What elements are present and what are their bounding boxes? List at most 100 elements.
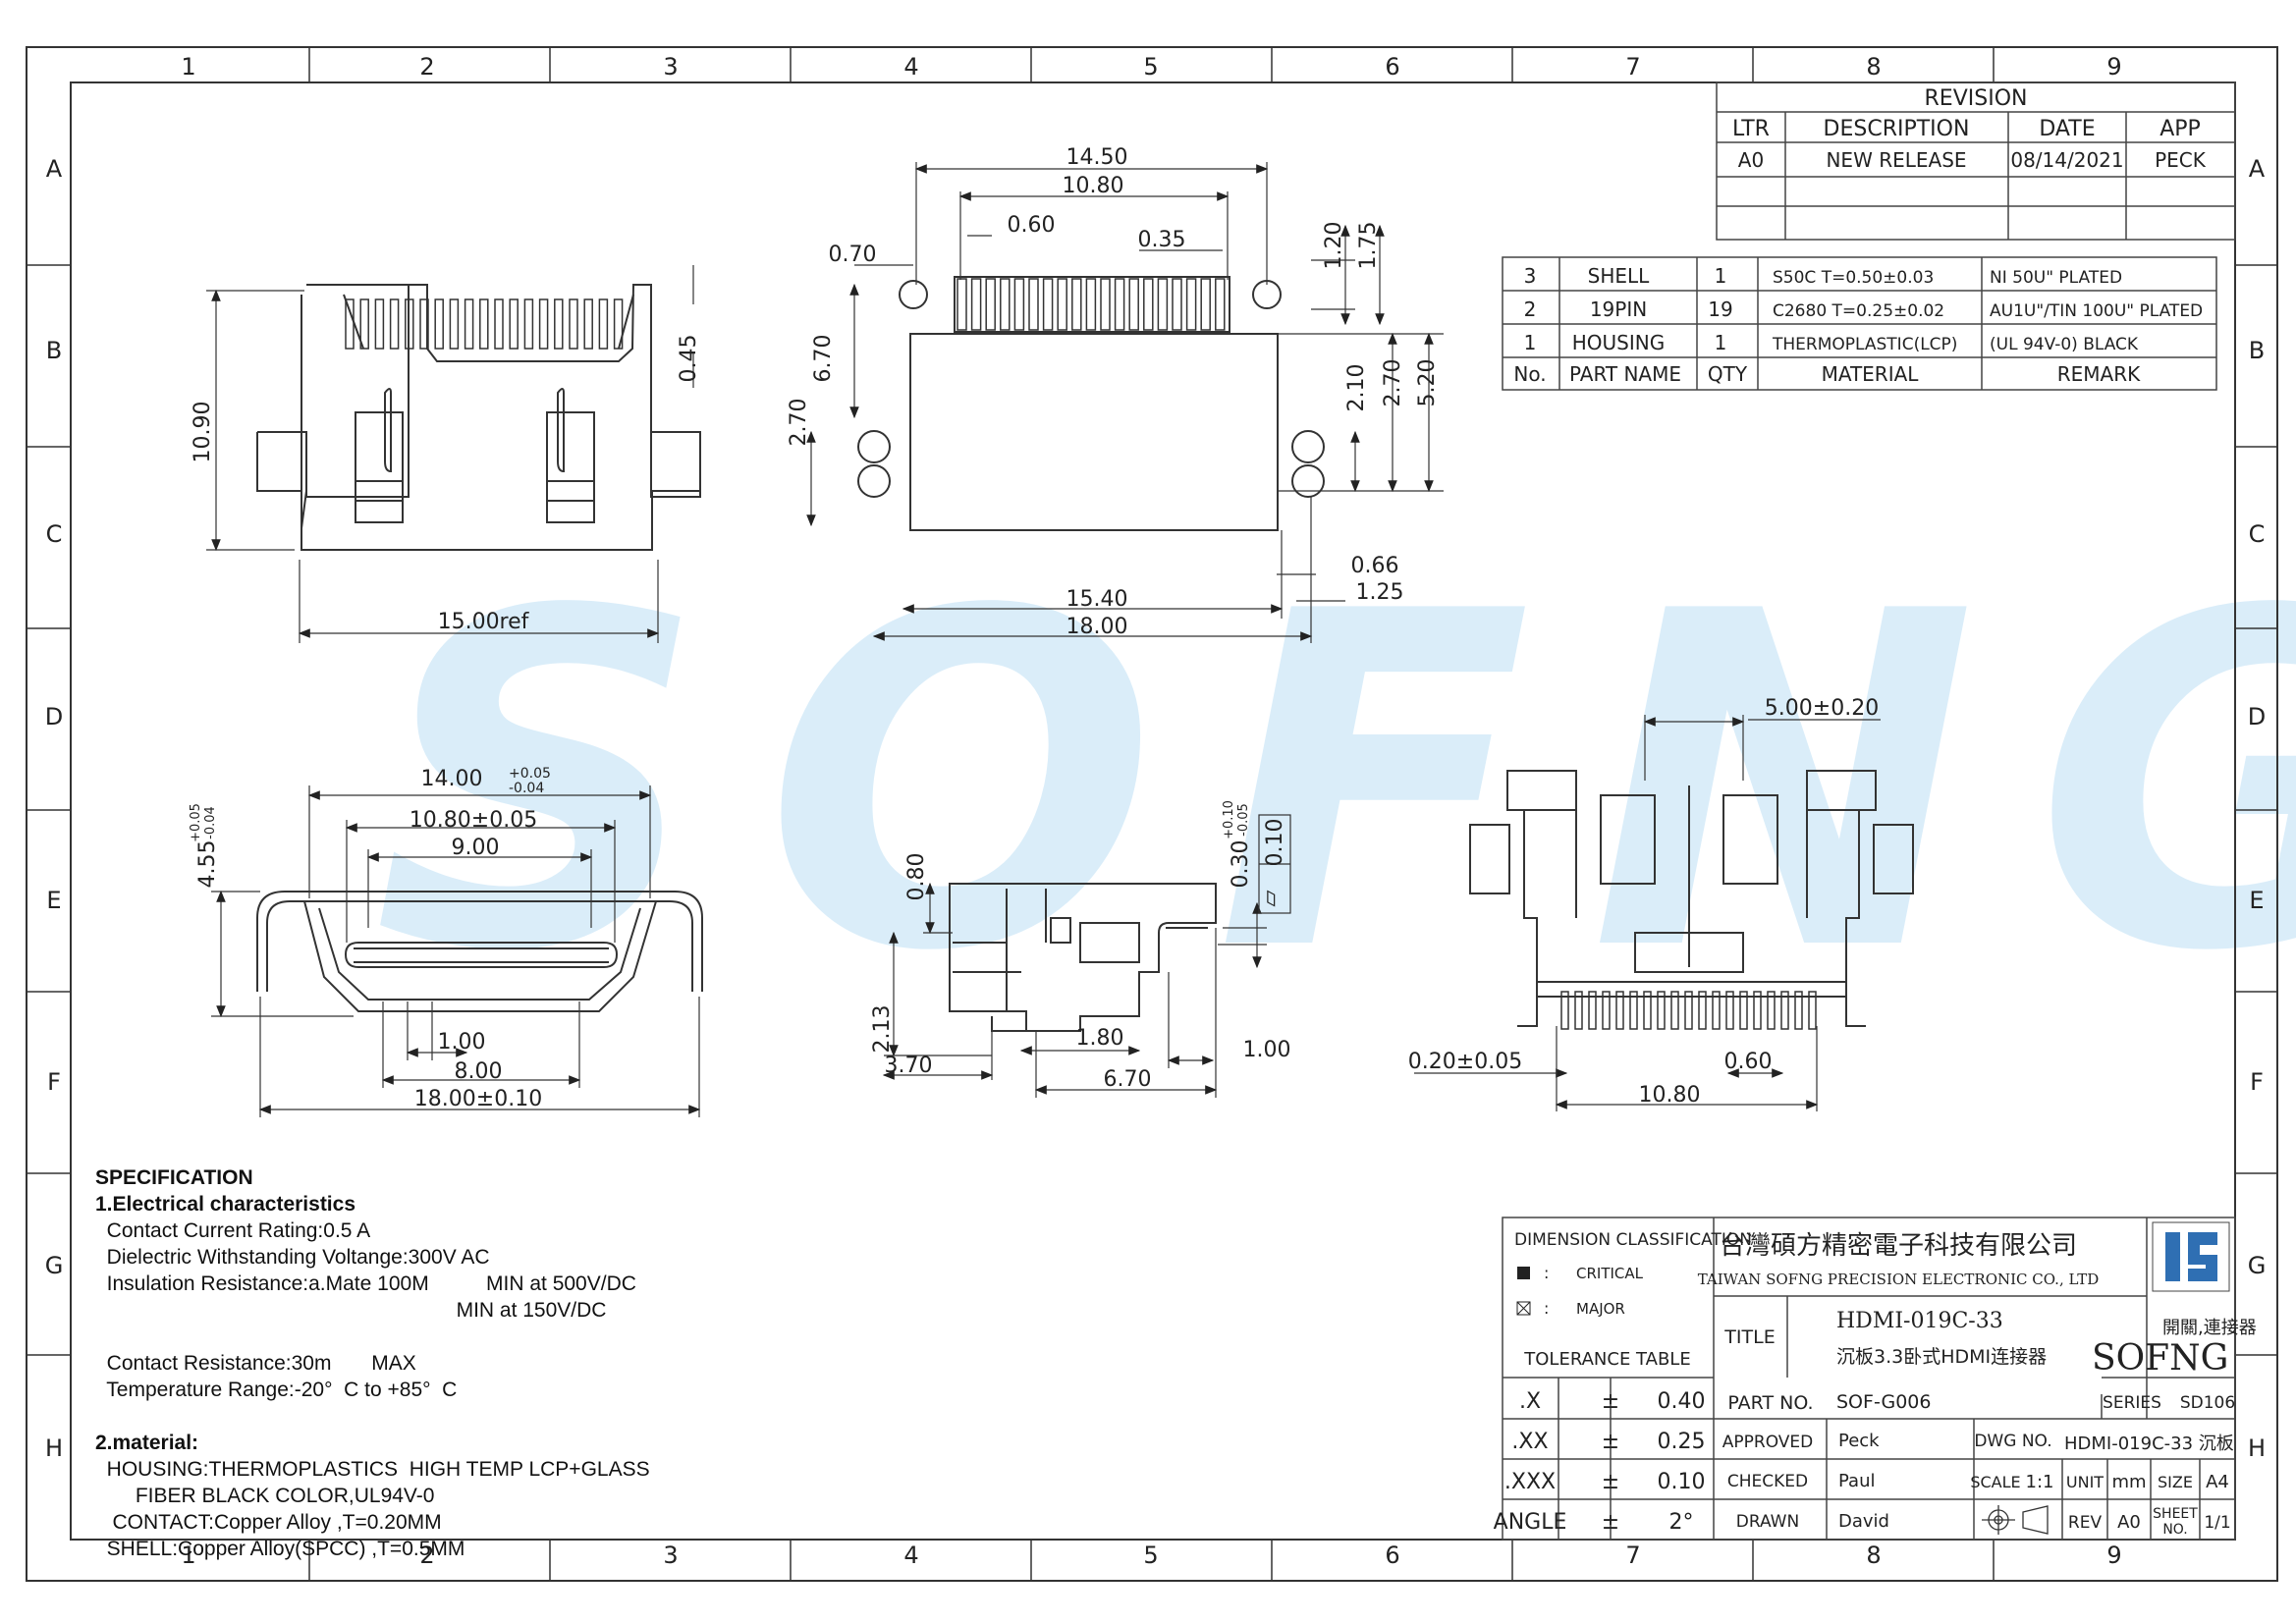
- dwg-label: DWG NO.: [1974, 1432, 2051, 1451]
- pin: [538, 298, 549, 350]
- spec-line: 1.Electrical characteristics: [95, 1193, 356, 1216]
- spec-line: FIBER BLACK COLOR,UL94V-0: [95, 1485, 435, 1507]
- revision-cell: PECK: [2155, 148, 2207, 172]
- row-label-right: F: [2250, 1068, 2264, 1096]
- dim-v2: 1.75: [1356, 222, 1381, 270]
- tolerance-cell: 0.25: [1658, 1430, 1706, 1454]
- dim-front-b1: 1.00: [438, 1030, 486, 1055]
- column-label-top: 9: [2106, 53, 2121, 81]
- pin: [1560, 991, 1569, 1030]
- tolerance-cell: .XXX: [1504, 1470, 1556, 1494]
- dim-front-b3: 18.00±0.10: [414, 1087, 542, 1111]
- size-label: SIZE: [2158, 1473, 2193, 1491]
- pin: [1767, 991, 1776, 1030]
- row-label-right: C: [2249, 520, 2266, 548]
- column-label-bottom: 9: [2106, 1542, 2121, 1569]
- watermark-text: SOFNG: [373, 514, 2296, 1052]
- column-label-bottom: 7: [1625, 1542, 1640, 1569]
- row-label-left: F: [47, 1068, 61, 1096]
- dim-side-flat: 0.10: [1263, 819, 1287, 867]
- bom-header: REMARK: [2057, 362, 2141, 386]
- revision-title: REVISION: [1925, 86, 2028, 111]
- sheet-label-2: NO.: [2162, 1522, 2187, 1538]
- dim-h5: 5.20: [1415, 359, 1440, 407]
- sofng-logo: [2152, 1221, 2230, 1292]
- pin: [1588, 991, 1597, 1030]
- revision-table: [1716, 81, 2236, 241]
- dim-front-h1-tol-dn: -0.04: [203, 806, 218, 839]
- pad: [957, 278, 967, 331]
- pin: [1643, 991, 1652, 1030]
- row-label-left: E: [46, 887, 61, 914]
- dim-bottom-l2: 0.60: [1724, 1050, 1773, 1074]
- dim-front-b2: 8.00: [455, 1059, 503, 1084]
- spec-line: Contact Resistance:30m MAX: [95, 1352, 416, 1375]
- pcb-layout-dims: [806, 162, 1444, 643]
- pin: [1725, 991, 1734, 1030]
- pad: [1185, 278, 1197, 331]
- dim-front-w1-tol-dn: -0.04: [509, 781, 544, 796]
- row-label-left: A: [46, 155, 63, 183]
- flatness-symbol: ▱: [1258, 890, 1283, 906]
- pin: [434, 298, 444, 350]
- pin: [449, 298, 460, 350]
- tolerance-cell: ±: [1602, 1389, 1619, 1414]
- pad: [1042, 278, 1054, 331]
- critical-label: CRITICAL: [1576, 1265, 1644, 1282]
- tolerance-title: TOLERANCE TABLE: [1523, 1349, 1690, 1370]
- bom-cell: C2680 T=0.25±0.02: [1773, 301, 1944, 321]
- dim-p1: 0.60: [1008, 213, 1056, 238]
- tolerance-cell: 0.10: [1658, 1470, 1706, 1494]
- bom-cell: 1: [1715, 331, 1727, 354]
- pin: [419, 298, 429, 350]
- pin: [613, 298, 624, 350]
- svg-text::: :: [1544, 1299, 1549, 1318]
- dim-front-w1-tol-up: +0.05: [509, 766, 551, 782]
- brand-name: SOFNG: [2092, 1338, 2228, 1379]
- dim-side-b4: 6.70: [1104, 1067, 1152, 1092]
- pin: [598, 298, 609, 350]
- approved-value: Peck: [1838, 1431, 1880, 1451]
- title-desc: 沉板3.3卧式HDMI连接器: [1836, 1346, 2047, 1368]
- column-label-top: 6: [1385, 53, 1399, 81]
- tolerance-cell: ±: [1602, 1470, 1619, 1494]
- specification-block: SPECIFICATION 1.Electrical characteristi…: [95, 1164, 704, 1562]
- unit-value: mm: [2111, 1472, 2146, 1492]
- dim-p2: 0.35: [1138, 228, 1186, 252]
- pad: [1200, 278, 1211, 331]
- part-no-value: SOF-G006: [1836, 1391, 1931, 1413]
- dwg-value: HDMI-019C-33 沉板: [2064, 1434, 2234, 1454]
- bottom-view-pins: [1560, 991, 1817, 1030]
- column-label-top: 5: [1143, 53, 1158, 81]
- tolerance-cell: .XX: [1511, 1430, 1548, 1454]
- bom-cell: 3: [1524, 264, 1537, 288]
- column-label-bottom: 4: [903, 1542, 918, 1569]
- tolerance-cell: 0.40: [1658, 1389, 1706, 1414]
- row-label-left: B: [46, 337, 62, 364]
- pin: [569, 298, 578, 350]
- pin: [523, 298, 534, 350]
- dim-side-b3: 3.70: [885, 1054, 933, 1078]
- top-view-housing: [256, 284, 701, 551]
- pin: [1574, 991, 1583, 1030]
- spec-line: [95, 1324, 704, 1350]
- dim-front-h1-tol-up: +0.05: [189, 803, 203, 842]
- approved-label: APPROVED: [1722, 1433, 1814, 1452]
- row-label-left: C: [46, 520, 63, 548]
- revision-header: LTR: [1732, 117, 1770, 141]
- rev-label: REV: [2068, 1513, 2103, 1533]
- title-label: TITLE: [1723, 1326, 1775, 1348]
- bom-cell: 1: [1715, 264, 1727, 288]
- revision-cell: A0: [1738, 148, 1764, 172]
- dim-v1: 1.20: [1322, 222, 1346, 270]
- dim-front-w3: 9.00: [452, 836, 500, 860]
- row-label-right: A: [2249, 155, 2266, 183]
- dim-w1: 14.50: [1066, 145, 1128, 170]
- side-view: [949, 883, 1217, 1032]
- pad: [1085, 278, 1097, 331]
- dim-class-title: DIMENSION CLASSIFICATION: [1514, 1230, 1752, 1250]
